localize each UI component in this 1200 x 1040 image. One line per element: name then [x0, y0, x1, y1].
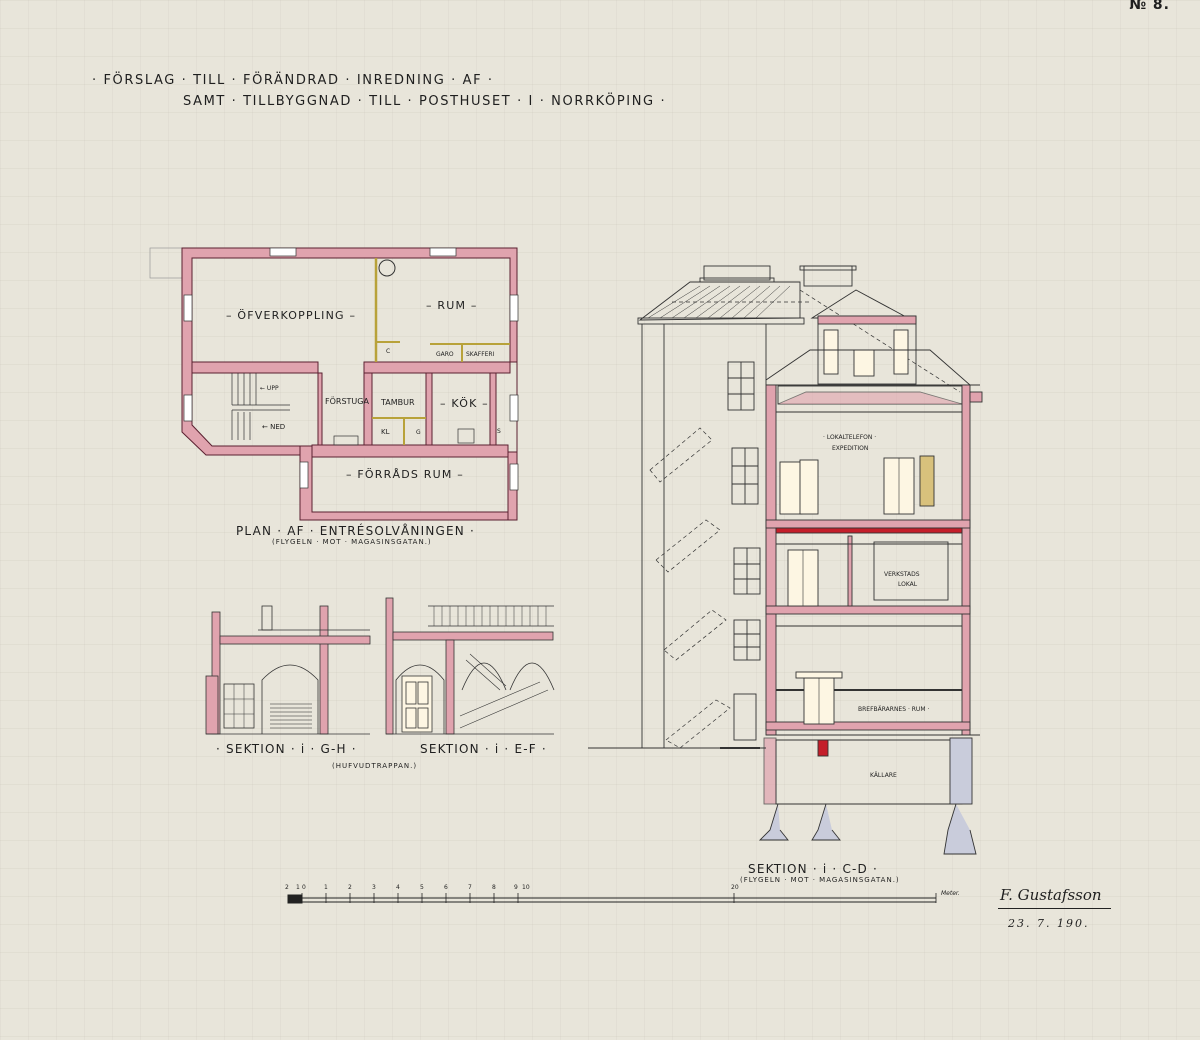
scale-tick-label: 1: [324, 884, 328, 891]
scale-tick-label: 9: [514, 884, 518, 891]
room-label-kok: – KÖK –: [440, 397, 489, 410]
scale-tick-label: 10: [522, 884, 530, 891]
section-gh-caption: · SEKTION · i · G-H ·: [216, 742, 357, 756]
scale-tick-label: 6: [444, 884, 448, 891]
room-label-skafferi: SKAFFERI: [466, 351, 495, 358]
stair-label-upp: ← UPP: [260, 385, 279, 392]
label-expedition: EXPEDITION: [832, 445, 869, 452]
section-cd: [588, 265, 983, 855]
label-lokaltelefon: · LOKALTELEFON ·: [823, 434, 877, 441]
scale-tick-label: 2: [348, 884, 352, 891]
scale-tick-label: 1: [296, 884, 300, 891]
section-ef-caption: SEKTION · i · E-F ·: [420, 742, 547, 756]
floor-plan: [149, 247, 519, 521]
room-label-rum: – RUM –: [426, 299, 478, 312]
sheet-number: № 8.: [1129, 0, 1170, 13]
stair-label-ned: ← NED: [262, 423, 286, 431]
section-cd-subcaption: (FLYGELN · MOT · MAGASINSGATAN.): [740, 876, 900, 884]
signature-underline: [998, 908, 1111, 909]
room-label-kl: KL: [381, 428, 390, 436]
section-cd-caption: SEKTION · i · C-D ·: [748, 862, 879, 876]
room-label-tambur: TAMBUR: [381, 398, 415, 407]
hufvudtrappan-label: (HUFVUDTRAPPAN.): [332, 762, 418, 770]
scale-tick-label: 3: [372, 884, 376, 891]
scale-tick-label: 4: [396, 884, 400, 891]
architect-signature: F. Gustafsson: [1000, 886, 1102, 904]
label-kallare: KÄLLARE: [870, 772, 897, 779]
scale-tick-label: 8: [492, 884, 496, 891]
section-ef: [385, 597, 555, 735]
scale-tick-label: 7: [468, 884, 472, 891]
room-label-s: S: [497, 428, 501, 435]
plan-caption: PLAN · AF · ENTRÉSOLVÅNINGEN ·: [236, 524, 476, 538]
scale-bar: [287, 893, 937, 904]
label-brefbarnes-rum: BREFBÄRARNES · RUM ·: [858, 706, 930, 713]
section-gh: [205, 605, 371, 735]
label-lokal: LOKAL: [898, 581, 918, 588]
room-label-garo: GARO: [436, 351, 454, 358]
room-label-forrads-rum: – FÖRRÅDS RUM –: [346, 468, 464, 481]
scale-tick-label: 2: [285, 884, 289, 891]
title-line-1: · FÖRSLAG · TILL · FÖRÄNDRAD · INREDNING…: [92, 73, 494, 88]
room-label-overkoppling: – ÖFVERKOPPLING –: [226, 309, 357, 322]
title-line-2: SAMT · TILLBYGGNAD · TILL · POSTHUSET · …: [183, 94, 667, 109]
room-label-g: G: [416, 429, 421, 436]
label-verkstads: VERKSTADS: [884, 571, 920, 578]
scale-tick-label: 5: [420, 884, 424, 891]
room-label-c: C: [386, 348, 391, 355]
scale-end-label: 20: [731, 884, 739, 891]
scale-unit-label: Meter.: [941, 890, 960, 897]
plan-subcaption: (FLYGELN · MOT · MAGASINSGATAN.): [272, 538, 432, 546]
signature-date: 23. 7. 190.: [1008, 917, 1090, 930]
room-label-forstuga: FÖRSTUGA: [325, 397, 369, 406]
scale-tick-label: 0: [302, 884, 306, 891]
